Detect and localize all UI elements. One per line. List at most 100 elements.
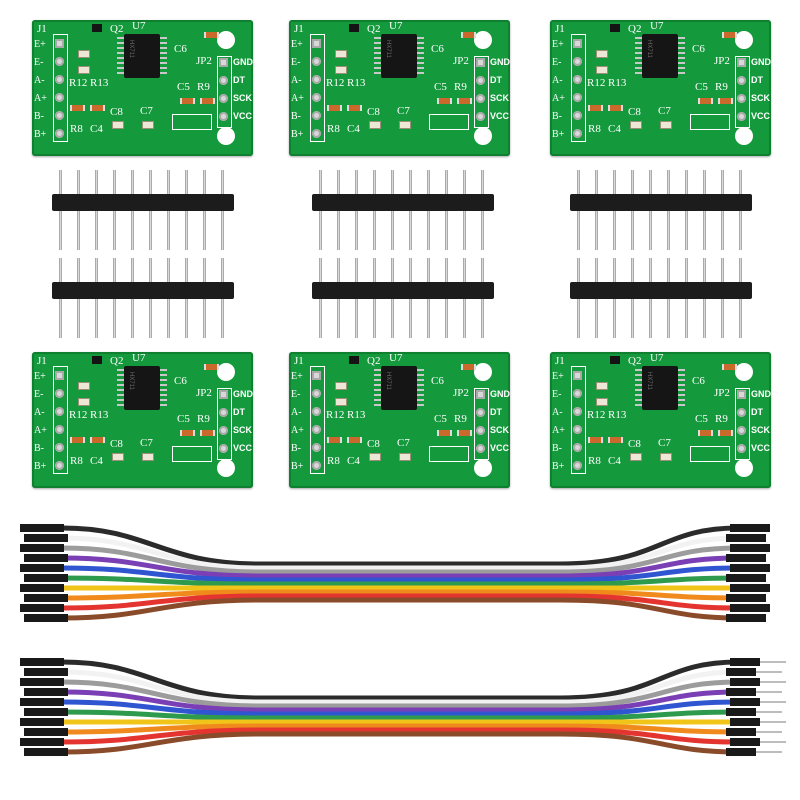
pin-pad — [573, 461, 582, 470]
pin-label: B+ — [552, 461, 565, 472]
pin-pad — [219, 58, 228, 67]
male-connector — [726, 748, 756, 756]
jp2-outline — [735, 388, 750, 460]
pin-label: E- — [291, 389, 301, 400]
capacitor-c6 — [204, 32, 219, 38]
pin-pad — [312, 75, 321, 84]
pin-label: DT — [751, 407, 763, 417]
jp2-outline — [735, 56, 750, 128]
pin-pad — [312, 371, 321, 380]
pin-label: A+ — [552, 425, 565, 436]
pin-pad — [219, 390, 228, 399]
capacitor — [608, 437, 623, 443]
pin-pad — [737, 426, 746, 435]
transistor-q2 — [349, 24, 359, 32]
wire — [61, 699, 739, 717]
trace-outline — [429, 114, 469, 130]
female-connector — [20, 678, 64, 686]
female-connector — [20, 584, 64, 592]
chip-leg — [117, 42, 124, 44]
pin-pad — [55, 129, 64, 138]
label-u7: U7 — [132, 20, 146, 32]
pin-pad — [573, 57, 582, 66]
male-pin — [756, 751, 782, 753]
pin-pad — [219, 408, 228, 417]
chip-leg — [417, 52, 424, 54]
female-connector — [726, 614, 766, 622]
resistor-r9 — [200, 98, 215, 104]
pin-label: SCK — [490, 425, 510, 435]
female-connector — [726, 574, 766, 582]
pin-label: SCK — [233, 93, 253, 103]
capacitor — [608, 105, 623, 111]
chip-leg — [374, 52, 381, 54]
male-pin — [760, 701, 786, 703]
wire — [61, 565, 739, 583]
label-c5: C5 — [434, 413, 447, 425]
wire — [61, 723, 739, 735]
chip-leg — [160, 369, 167, 371]
label-c7: C7 — [397, 437, 410, 449]
chip-leg — [117, 374, 124, 376]
pin-label: A- — [552, 407, 563, 418]
resistor — [660, 453, 672, 461]
pin-label: VCC — [751, 443, 771, 453]
chip-leg — [635, 369, 642, 371]
chip-leg — [160, 404, 167, 406]
pin-pad — [312, 57, 321, 66]
chip-leg — [635, 52, 642, 54]
female-connector — [24, 614, 68, 622]
chip-leg — [417, 42, 424, 44]
chip-leg — [635, 399, 642, 401]
wire — [61, 535, 739, 571]
chip-leg — [160, 384, 167, 386]
pin-pad — [312, 425, 321, 434]
label-q2: Q2 — [367, 355, 381, 367]
chip-leg — [117, 389, 124, 391]
wire — [61, 659, 739, 701]
chip-leg — [678, 72, 685, 74]
female-connector — [24, 574, 68, 582]
pin-pad — [737, 94, 746, 103]
header-plastic — [570, 194, 752, 211]
resistor-r9 — [718, 430, 733, 436]
chip-leg — [374, 42, 381, 44]
mounting-hole — [735, 127, 753, 145]
chip-leg — [417, 72, 424, 74]
wire — [61, 545, 739, 575]
pin-label: A- — [291, 75, 302, 86]
resistor — [369, 121, 381, 129]
capacitor — [90, 437, 105, 443]
wire — [61, 589, 739, 601]
label-r8: R8 — [327, 123, 340, 135]
capacitor-c5 — [698, 430, 713, 436]
chip-leg — [374, 369, 381, 371]
chip-leg — [417, 399, 424, 401]
resistor — [335, 50, 347, 58]
mounting-hole — [735, 363, 753, 381]
chip-leg — [117, 404, 124, 406]
label-u7: U7 — [650, 352, 664, 364]
resistor — [78, 50, 90, 58]
chip-leg — [635, 57, 642, 59]
header-3 — [570, 170, 752, 250]
resistor — [596, 50, 608, 58]
male-pin — [756, 691, 782, 693]
pin-label: DT — [233, 407, 245, 417]
label-q2: Q2 — [110, 23, 124, 35]
pin-label: SCK — [233, 425, 253, 435]
label-c4: C4 — [90, 123, 103, 135]
chip-leg — [678, 57, 685, 59]
chip-leg — [374, 399, 381, 401]
pin-pad — [219, 94, 228, 103]
pin-pad — [476, 408, 485, 417]
chip-leg — [417, 62, 424, 64]
pin-label: B- — [291, 443, 301, 454]
pin-pad — [737, 58, 746, 67]
pin-pad — [476, 94, 485, 103]
mounting-hole — [217, 31, 235, 49]
capacitor-c6 — [461, 32, 476, 38]
capacitor — [347, 105, 362, 111]
pin-pad — [737, 390, 746, 399]
pin-label: E+ — [291, 371, 303, 382]
